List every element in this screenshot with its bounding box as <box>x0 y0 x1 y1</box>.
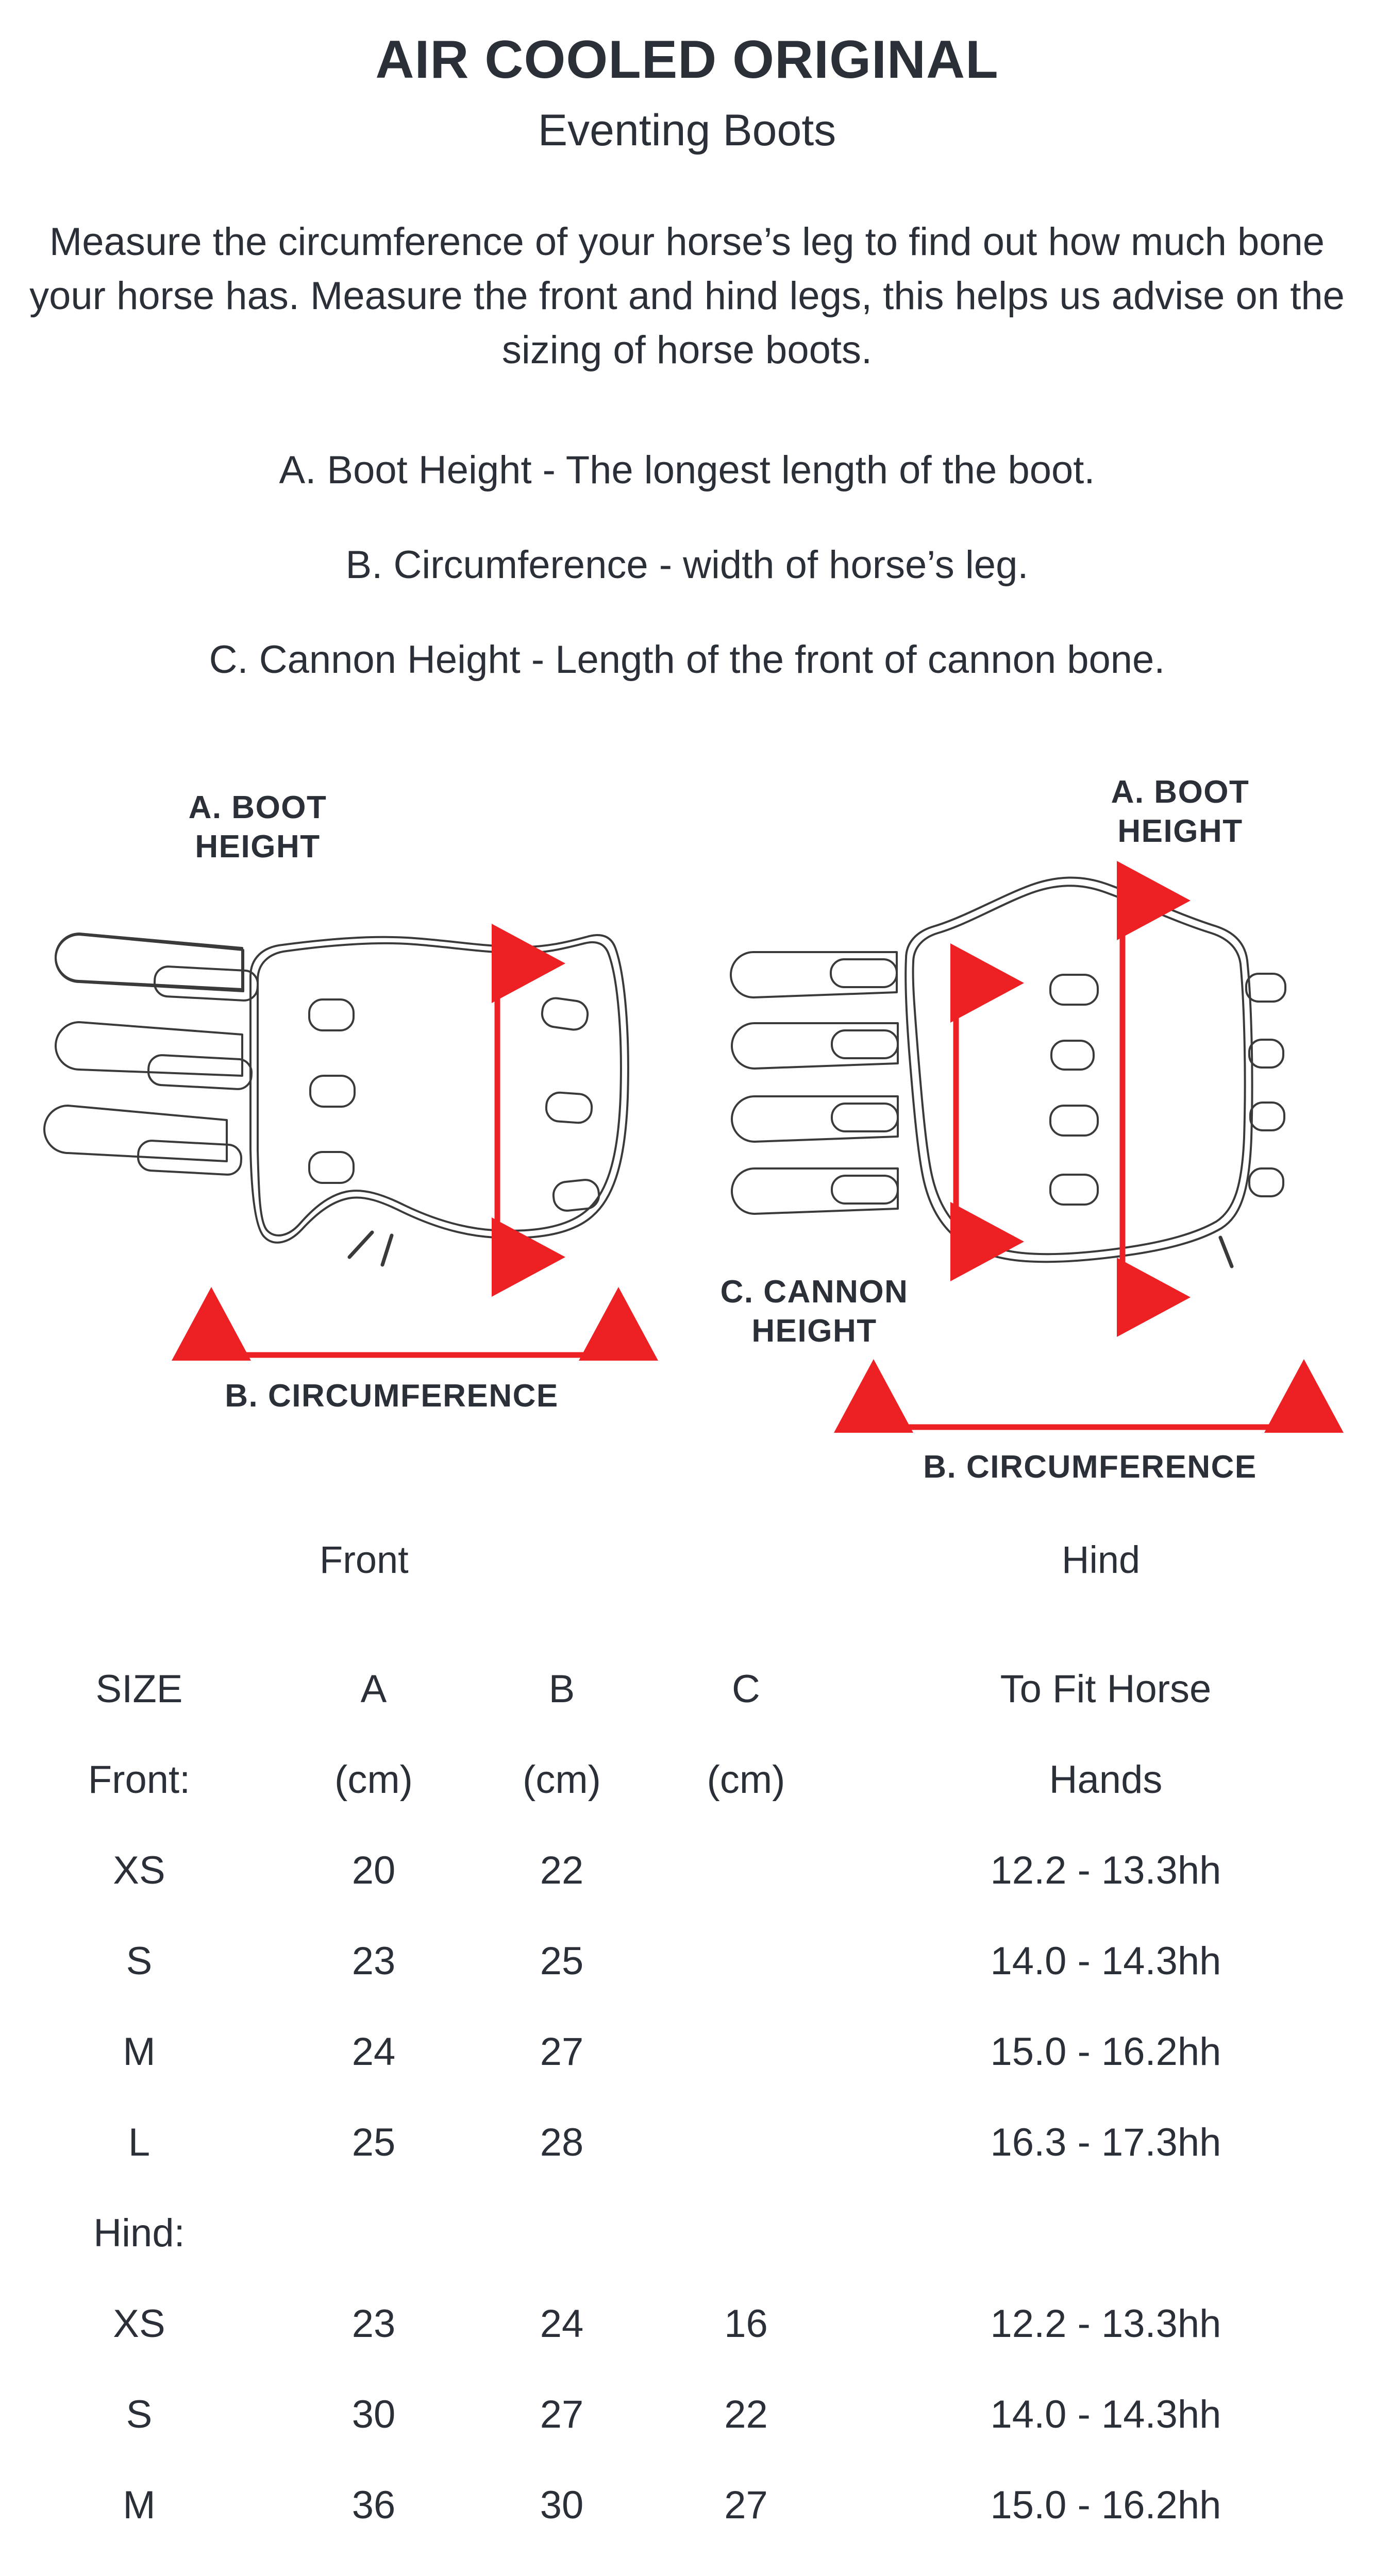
table-row: L 25 28 16.3 - 17.3hh <box>0 2097 1374 2188</box>
cell-a: 30 <box>351 2392 396 2436</box>
cell-size: XS <box>113 1848 165 1892</box>
group-spacer-a <box>278 2188 469 2278</box>
front-boot-centre-slots <box>308 998 356 1184</box>
cell-b: 25 <box>540 1939 584 1983</box>
cell-size: S <box>126 2392 153 2436</box>
hind-cannon-height-label: C. CANNON HEIGHT <box>720 1274 909 1349</box>
hind-boot-height-label: A. BOOT HEIGHT <box>1111 774 1250 849</box>
front-boot-straps <box>43 933 259 1176</box>
table-group-row-hind: Hind: <box>0 2188 1374 2278</box>
subheader-front-group: Front: <box>88 1757 191 1802</box>
cell-c <box>655 2006 837 2097</box>
definition-cannon-height: C. Cannon Height - Length of the front o… <box>209 638 1165 682</box>
cell-b: 32 <box>469 2550 655 2576</box>
hind-boot-straps <box>730 951 899 1215</box>
header-c: C <box>732 1667 760 1711</box>
cell-b: 30 <box>540 2483 584 2527</box>
subheader-c-unit: (cm) <box>707 1757 785 1802</box>
definition-boot-height: A. Boot Height - The longest length of t… <box>279 448 1095 492</box>
table-row: XS 20 22 12.2 - 13.3hh <box>0 1825 1374 1916</box>
table-row: L 38 32 28 16.3 - 17.3hh <box>0 2550 1374 2576</box>
cell-b: 27 <box>540 2029 584 2074</box>
cell-a: 20 <box>351 1848 396 1892</box>
cell-size: XS <box>113 2301 165 2346</box>
table-row: M 24 27 15.0 - 16.2hh <box>0 2006 1374 2097</box>
cell-a: 36 <box>351 2483 396 2527</box>
cell-b: 28 <box>540 2120 584 2164</box>
subheader-hands: Hands <box>1049 1757 1163 1802</box>
front-boot-right-slots <box>541 997 600 1212</box>
sizing-table: SIZE A B C To Fit Horse Front: (cm) (cm)… <box>0 1643 1374 2576</box>
hind-boot-illustration <box>730 876 1286 1268</box>
hind-circumference-label: B. CIRCUMFERENCE <box>923 1449 1257 1485</box>
boot-measurement-diagram <box>0 742 1374 1515</box>
cell-a: 25 <box>351 2120 396 2164</box>
front-boot-tick-marks <box>347 1230 394 1267</box>
header-b: B <box>548 1667 575 1711</box>
cell-size: S <box>126 1939 153 1983</box>
front-boot-illustration <box>43 933 629 1267</box>
group-label-hind: Hind: <box>93 2211 185 2255</box>
table-row: XS 23 24 16 12.2 - 13.3hh <box>0 2278 1374 2369</box>
hind-boot-body <box>904 876 1253 1263</box>
table-row: M 36 30 27 15.0 - 16.2hh <box>0 2460 1374 2550</box>
hind-boot-tick-mark <box>1218 1235 1234 1268</box>
header-to-fit-horse: To Fit Horse <box>1000 1667 1212 1711</box>
page-title: AIR COOLED ORIGINAL <box>375 30 999 90</box>
cell-a: 38 <box>278 2550 469 2576</box>
cell-fit: 14.0 - 14.3hh <box>990 1939 1221 1983</box>
hind-boot-centre-slots <box>1049 974 1099 1206</box>
cell-c <box>655 2097 837 2188</box>
cell-size: M <box>123 2029 156 2074</box>
group-spacer-fit <box>837 2188 1374 2278</box>
cell-c: 22 <box>724 2392 768 2436</box>
header-size: SIZE <box>95 1667 183 1711</box>
table-row: S 23 25 14.0 - 14.3hh <box>0 1916 1374 2006</box>
section-heading-hind: Hind <box>1062 1538 1141 1581</box>
hind-boot-right-slots <box>1245 973 1286 1197</box>
cell-size: M <box>123 2483 156 2527</box>
cell-c: 28 <box>655 2550 837 2576</box>
cell-a: 24 <box>351 2029 396 2074</box>
table-row: S 30 27 22 14.0 - 14.3hh <box>0 2369 1374 2460</box>
cell-size: L <box>0 2550 278 2576</box>
cell-fit: 15.0 - 16.2hh <box>990 2029 1221 2074</box>
cell-a: 23 <box>351 2301 396 2346</box>
cell-c: 27 <box>724 2483 768 2527</box>
cell-fit: 12.2 - 13.3hh <box>990 2301 1221 2346</box>
page-subtitle: Eventing Boots <box>538 106 836 155</box>
cell-c <box>655 1916 837 2006</box>
cell-fit: 16.3 - 17.3hh <box>990 2120 1221 2164</box>
subheader-a-unit: (cm) <box>334 1757 413 1802</box>
cell-b: 27 <box>540 2392 584 2436</box>
cell-b: 22 <box>540 1848 584 1892</box>
table-header-row: SIZE A B C To Fit Horse <box>0 1643 1374 1734</box>
group-spacer-b <box>469 2188 655 2278</box>
front-boot-body <box>249 934 629 1244</box>
cell-c: 16 <box>724 2301 768 2346</box>
cell-fit: 14.0 - 14.3hh <box>990 2392 1221 2436</box>
header-a: A <box>360 1667 387 1711</box>
subheader-b-unit: (cm) <box>523 1757 601 1802</box>
cell-fit: 16.3 - 17.3hh <box>837 2550 1374 2576</box>
table-subheader-row: Front: (cm) (cm) (cm) Hands <box>0 1734 1374 1825</box>
cell-fit: 15.0 - 16.2hh <box>990 2483 1221 2527</box>
intro-paragraph: Measure the circumference of your horse’… <box>29 220 1345 372</box>
front-boot-height-label: A. BOOT HEIGHT <box>188 790 327 865</box>
section-heading-front: Front <box>320 1538 409 1581</box>
front-circumference-label: B. CIRCUMFERENCE <box>225 1378 559 1414</box>
group-spacer-c <box>655 2188 837 2278</box>
definition-circumference: B. Circumference - width of horse’s leg. <box>345 543 1029 587</box>
cell-a: 23 <box>351 1939 396 1983</box>
cell-c <box>655 1825 837 1916</box>
cell-b: 24 <box>540 2301 584 2346</box>
cell-fit: 12.2 - 13.3hh <box>990 1848 1221 1892</box>
cell-size: L <box>128 2120 150 2164</box>
